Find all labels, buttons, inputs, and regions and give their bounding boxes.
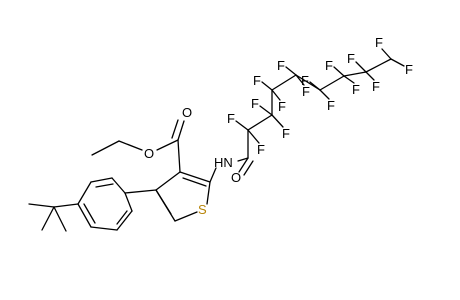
bond xyxy=(365,58,392,73)
atom-label-f: F xyxy=(347,51,355,66)
atom-label-f: F xyxy=(405,62,413,77)
bond xyxy=(177,139,181,173)
bond xyxy=(295,74,305,86)
bond xyxy=(271,74,297,91)
bond xyxy=(77,181,92,205)
bond xyxy=(206,181,211,205)
atom-label-f: F xyxy=(325,58,333,73)
bond xyxy=(333,66,345,77)
bond xyxy=(155,171,181,191)
bond xyxy=(174,211,198,222)
atom-label-f: F xyxy=(227,111,235,126)
bond xyxy=(343,75,355,84)
atom-label-nh: HN xyxy=(214,155,233,170)
atom-label-o: O xyxy=(182,105,192,120)
bond xyxy=(77,203,92,228)
bond xyxy=(116,210,133,231)
bond xyxy=(247,114,273,131)
atom-label-f: F xyxy=(282,126,290,141)
bond xyxy=(90,226,118,231)
bond xyxy=(235,120,249,131)
atom-label-f: F xyxy=(327,98,335,113)
atom-label-f: F xyxy=(375,35,383,50)
bond xyxy=(28,203,55,208)
bond xyxy=(53,206,67,232)
bond xyxy=(271,114,284,128)
bond xyxy=(111,177,126,194)
bond xyxy=(90,177,113,183)
bond xyxy=(355,61,367,73)
bond xyxy=(83,203,96,224)
bond xyxy=(91,140,120,156)
bond xyxy=(309,81,321,91)
bond xyxy=(156,139,179,151)
atom-label-f: F xyxy=(302,84,310,99)
bond xyxy=(41,206,55,231)
bond xyxy=(171,119,179,139)
bond xyxy=(124,189,157,194)
bond xyxy=(177,120,185,141)
bond xyxy=(343,71,367,77)
bond xyxy=(53,203,79,208)
bond xyxy=(390,58,405,67)
atom-label-f: F xyxy=(253,73,261,88)
bond xyxy=(155,189,172,215)
bond xyxy=(209,167,217,183)
bond xyxy=(237,157,249,162)
atom-label-f: F xyxy=(277,58,285,73)
bond xyxy=(261,81,273,91)
bond xyxy=(124,192,133,212)
atom-label-f: F xyxy=(301,73,309,88)
bond xyxy=(259,105,273,116)
bond xyxy=(247,129,260,144)
atom-label-s: S xyxy=(198,202,207,217)
bond xyxy=(243,160,254,176)
atom-label-o: O xyxy=(144,146,154,161)
bond xyxy=(116,210,128,225)
atom-labels: O O O HN S F F F F F F F F F F F F F F F… xyxy=(144,35,413,217)
bond xyxy=(238,157,249,173)
bond xyxy=(95,183,114,188)
atom-label-o: O xyxy=(231,170,241,185)
bond xyxy=(319,75,345,91)
bond xyxy=(285,66,297,76)
atom-label-f: F xyxy=(278,99,286,114)
atom-label-f: F xyxy=(257,142,265,157)
atom-label-f: F xyxy=(352,82,360,97)
bonds xyxy=(28,48,405,232)
atom-label-f: F xyxy=(372,79,380,94)
bond xyxy=(381,48,392,60)
bond xyxy=(179,171,211,183)
bond xyxy=(365,71,375,81)
atom-label-f: F xyxy=(251,96,259,111)
bond xyxy=(182,177,207,187)
bond xyxy=(319,89,330,100)
bond xyxy=(118,140,143,151)
bond xyxy=(271,89,281,101)
